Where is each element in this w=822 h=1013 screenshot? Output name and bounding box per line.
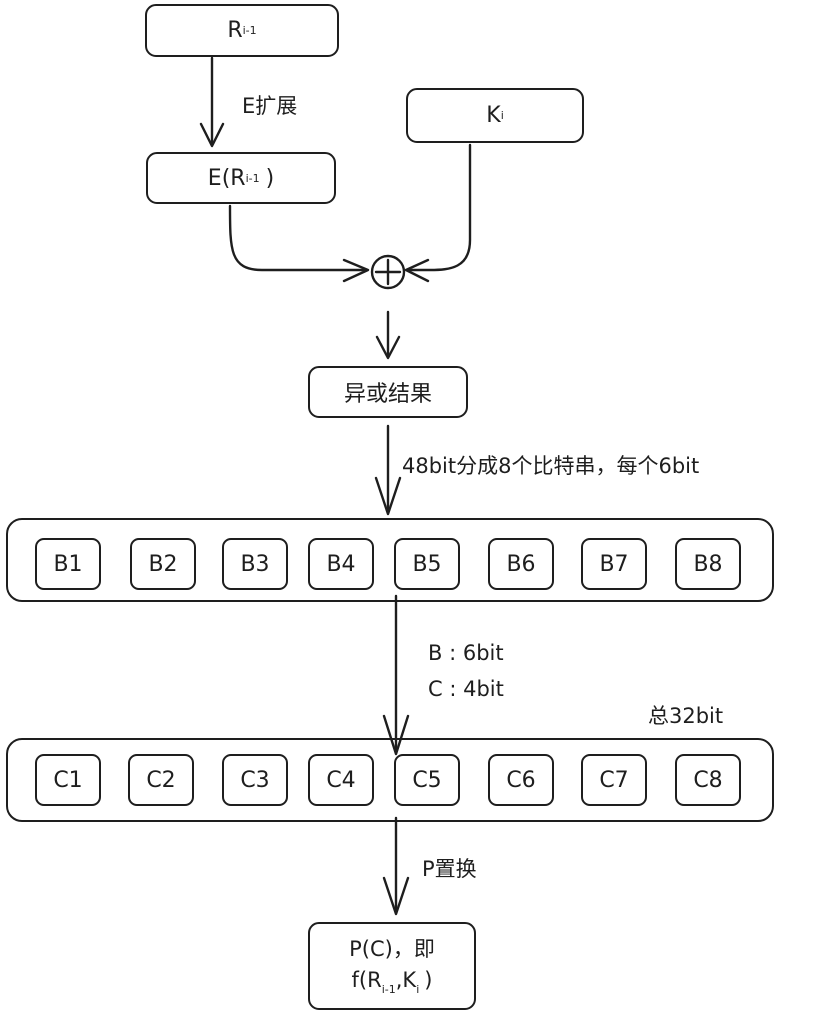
arrow-k-to-xor bbox=[406, 143, 472, 272]
c-cell: C6 bbox=[488, 754, 554, 806]
e-r-pre: E(R bbox=[207, 165, 246, 191]
arrowhead-result-to-b bbox=[374, 476, 402, 516]
arrowhead-er-to-xor bbox=[342, 258, 370, 283]
k-sub: i bbox=[500, 109, 504, 122]
b-cell: B2 bbox=[130, 538, 196, 590]
final-f-mid: ,K bbox=[395, 967, 417, 992]
arrowhead-k-to-xor bbox=[404, 258, 430, 283]
arrowhead-xor-to-result bbox=[375, 335, 401, 360]
c-cell: C3 bbox=[222, 754, 288, 806]
xor-result-label: 异或结果 bbox=[343, 382, 432, 407]
k-main: K bbox=[486, 103, 501, 128]
sbox-label-b: B : 6bit bbox=[428, 641, 504, 665]
final-box: P(C)，即 f(Ri-1,Ki) bbox=[308, 922, 476, 1010]
final-f-sub2: i bbox=[416, 982, 420, 996]
b-cell: B5 bbox=[394, 538, 460, 590]
xor-result-box: 异或结果 bbox=[308, 366, 468, 418]
r-prev-main: R bbox=[227, 18, 243, 43]
c-row bbox=[6, 738, 774, 822]
split-label: 48bit分成8个比特串，每个6bit bbox=[402, 454, 700, 478]
final-f-pre: f(R bbox=[351, 967, 382, 992]
final-f-sub1: i-1 bbox=[381, 982, 396, 996]
c-cell: C2 bbox=[128, 754, 194, 806]
p-label: P置换 bbox=[422, 857, 477, 881]
b-cell: B1 bbox=[35, 538, 101, 590]
arrowhead-c-to-final bbox=[382, 876, 410, 916]
xor-plus bbox=[374, 258, 402, 286]
b-cell: B7 bbox=[581, 538, 647, 590]
b-cell: B8 bbox=[675, 538, 741, 590]
final-line1: P(C)，即 bbox=[349, 937, 435, 962]
r-prev-sub: i-1 bbox=[242, 24, 257, 37]
b-cell: B4 bbox=[308, 538, 374, 590]
expand-label: E扩展 bbox=[242, 94, 298, 118]
arrowhead-r-to-er bbox=[199, 122, 225, 148]
c-cell: C4 bbox=[308, 754, 374, 806]
sbox-label-c: C : 4bit bbox=[428, 677, 504, 701]
b-cell: B6 bbox=[488, 538, 554, 590]
c-cell: C7 bbox=[581, 754, 647, 806]
arrowhead-b-to-c bbox=[382, 714, 410, 756]
total-label: 总32bit bbox=[648, 704, 724, 728]
final-line2: f(Ri-1,Ki) bbox=[352, 965, 433, 998]
b-row bbox=[6, 518, 774, 602]
final-f-post: ) bbox=[424, 967, 433, 992]
c-cell: C8 bbox=[675, 754, 741, 806]
b-cell: B3 bbox=[222, 538, 288, 590]
c-cell: C1 bbox=[35, 754, 101, 806]
e-r-sub: i-1 bbox=[245, 171, 260, 185]
xor-icon bbox=[370, 254, 406, 290]
c-cell: C5 bbox=[394, 754, 460, 806]
arrow-er-to-xor bbox=[228, 204, 368, 272]
e-r-post: ) bbox=[265, 165, 275, 191]
